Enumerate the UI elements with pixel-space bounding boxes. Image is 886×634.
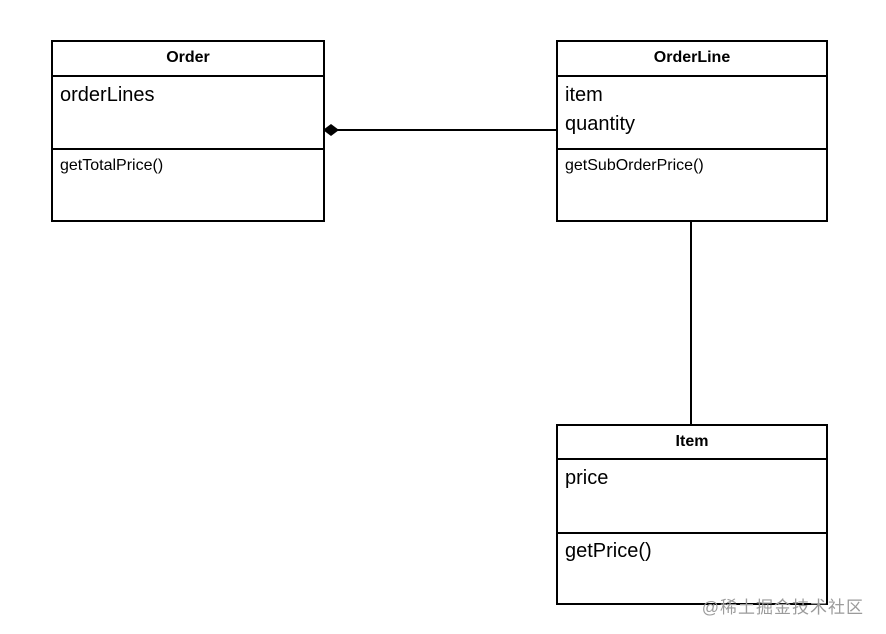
composition-line-order-orderline bbox=[336, 129, 556, 131]
watermark-text: @稀土掘金技术社区 bbox=[701, 598, 864, 617]
attribute-quantity: quantity bbox=[565, 113, 636, 135]
class-orderline-methods: getSubOrderPrice() bbox=[558, 148, 826, 220]
class-box-orderline: OrderLine item quantity getSubOrderPrice… bbox=[556, 40, 828, 222]
attribute-orderlines: orderLines bbox=[60, 84, 155, 106]
attribute-item: item bbox=[565, 84, 603, 106]
class-order-title: Order bbox=[166, 49, 210, 66]
class-orderline-title: OrderLine bbox=[653, 49, 731, 66]
class-order-methods: getTotalPrice() bbox=[53, 148, 323, 220]
class-item-title: Item bbox=[675, 433, 709, 450]
class-orderline-attributes: item quantity bbox=[558, 75, 826, 148]
method-getsuborderprice: getSubOrderPrice() bbox=[565, 157, 704, 174]
method-getprice: getPrice() bbox=[565, 540, 652, 562]
method-gettotalprice: getTotalPrice() bbox=[60, 157, 164, 174]
class-box-item: Item price getPrice() bbox=[556, 424, 828, 605]
association-line-orderline-item bbox=[690, 222, 692, 424]
class-box-order: Order orderLines getTotalPrice() bbox=[51, 40, 325, 222]
composition-diamond-icon bbox=[323, 124, 339, 136]
class-item-methods: getPrice() bbox=[558, 532, 826, 603]
class-item-attributes: price bbox=[558, 458, 826, 532]
attribute-price: price bbox=[565, 467, 609, 489]
class-order-attributes: orderLines bbox=[53, 75, 323, 148]
